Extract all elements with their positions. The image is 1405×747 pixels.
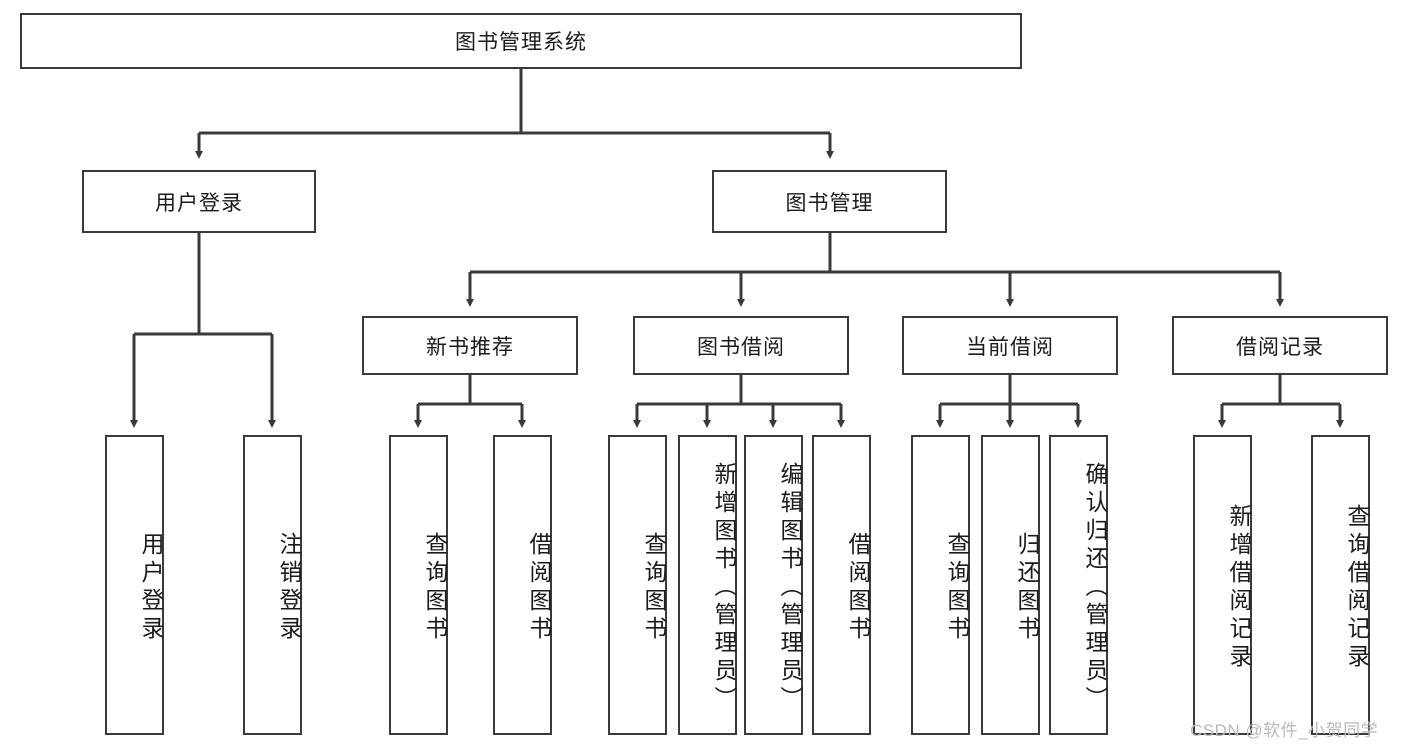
node-leaf-borrow-book-2[interactable]: 借阅图书 — [812, 435, 871, 735]
node-borrow-record[interactable]: 借阅记录 — [1172, 316, 1388, 375]
node-leaf-borrow-book-1[interactable]: 借阅图书 — [493, 435, 552, 735]
node-leaf-query-borrow-record[interactable]: 查询借阅记录 — [1311, 435, 1370, 735]
node-label: 当前借阅 — [966, 335, 1054, 359]
node-label: 新增借阅记录 — [1226, 504, 1252, 672]
node-leaf-query-book-1[interactable]: 查询图书 — [389, 435, 448, 735]
node-label: 新增图书（管理员） — [711, 462, 737, 714]
node-new-book-recommend[interactable]: 新书推荐 — [362, 316, 578, 375]
node-label: 确认归还（管理员） — [1082, 462, 1108, 714]
node-label: 查询图书 — [422, 532, 448, 644]
node-label: 查询图书 — [944, 532, 970, 644]
node-book-management-system[interactable]: 图书管理系统 — [20, 13, 1022, 69]
node-leaf-query-book-2[interactable]: 查询图书 — [608, 435, 667, 735]
node-label: 编辑图书（管理员） — [777, 462, 803, 714]
node-label: 查询图书 — [641, 532, 667, 644]
node-label: 图书管理系统 — [455, 31, 587, 54]
node-label: 图书借阅 — [697, 335, 785, 359]
node-label: 新书推荐 — [426, 335, 514, 359]
node-leaf-user-login[interactable]: 用户登录 — [105, 435, 164, 735]
node-label: 用户登录 — [138, 532, 164, 644]
node-label: 借阅图书 — [526, 532, 552, 644]
node-current-borrow[interactable]: 当前借阅 — [902, 316, 1118, 375]
node-leaf-query-book-3[interactable]: 查询图书 — [911, 435, 970, 735]
node-leaf-edit-book-admin[interactable]: 编辑图书（管理员） — [744, 435, 803, 735]
node-book-borrow[interactable]: 图书借阅 — [633, 316, 849, 375]
node-leaf-confirm-return-admin[interactable]: 确认归还（管理员） — [1049, 435, 1108, 735]
node-label: 借阅记录 — [1236, 335, 1324, 359]
csdn-watermark: CSDN @软件_小贺同学 — [1190, 721, 1379, 740]
node-label: 查询借阅记录 — [1344, 504, 1370, 672]
node-book-management[interactable]: 图书管理 — [712, 170, 947, 233]
node-label: 用户登录 — [155, 191, 243, 215]
node-user-login[interactable]: 用户登录 — [82, 170, 316, 233]
node-leaf-add-book-admin[interactable]: 新增图书（管理员） — [678, 435, 737, 735]
node-label: 归还图书 — [1014, 532, 1040, 644]
node-leaf-add-borrow-record[interactable]: 新增借阅记录 — [1193, 435, 1252, 735]
node-label: 借阅图书 — [845, 532, 871, 644]
node-label: 注销登录 — [276, 532, 302, 644]
node-leaf-return-book[interactable]: 归还图书 — [981, 435, 1040, 735]
node-label: 图书管理 — [785, 191, 874, 215]
node-leaf-logout-login[interactable]: 注销登录 — [243, 435, 302, 735]
